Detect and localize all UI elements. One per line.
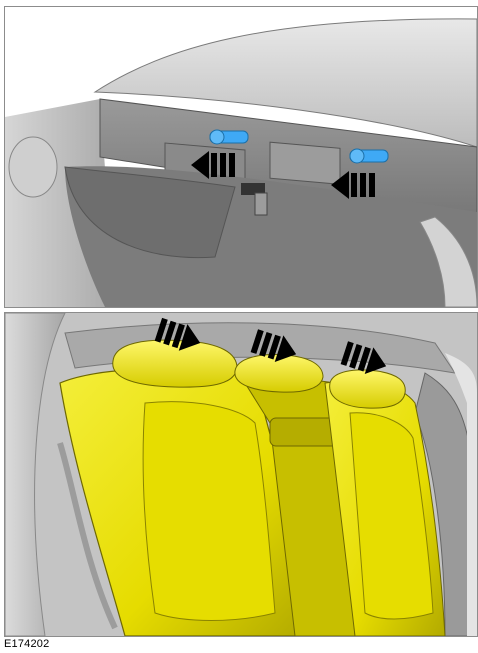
figure-id-label: E174202 <box>4 638 50 650</box>
headrest-right <box>329 369 406 409</box>
arrow-left-2 <box>331 171 375 199</box>
arrow-right-2 <box>250 329 297 363</box>
shelf-bracket-right <box>269 141 341 185</box>
arrow-right-3 <box>340 341 387 375</box>
arrow-right-1 <box>154 317 201 351</box>
upper-illustration-panel <box>4 6 478 308</box>
upper-illustration <box>5 7 477 307</box>
clip-left <box>209 129 249 145</box>
center-stud <box>254 192 268 216</box>
left-aperture <box>8 136 58 198</box>
wheel-arch-trim <box>64 166 236 259</box>
seat-back-right-cushion <box>349 412 434 620</box>
arrow-left-1 <box>191 151 235 179</box>
right-door-aperture <box>414 372 477 636</box>
center-bracket <box>241 183 265 195</box>
left-door-pillar <box>5 313 66 636</box>
lower-illustration-panel <box>4 312 478 637</box>
clip-right <box>349 148 389 164</box>
right-pillar-trim <box>445 353 477 636</box>
roof-panel <box>93 18 477 148</box>
left-frame-wire <box>57 442 118 630</box>
right-pillar <box>419 216 477 307</box>
seat-back-left-cushion <box>142 401 276 621</box>
lower-illustration <box>5 313 477 636</box>
